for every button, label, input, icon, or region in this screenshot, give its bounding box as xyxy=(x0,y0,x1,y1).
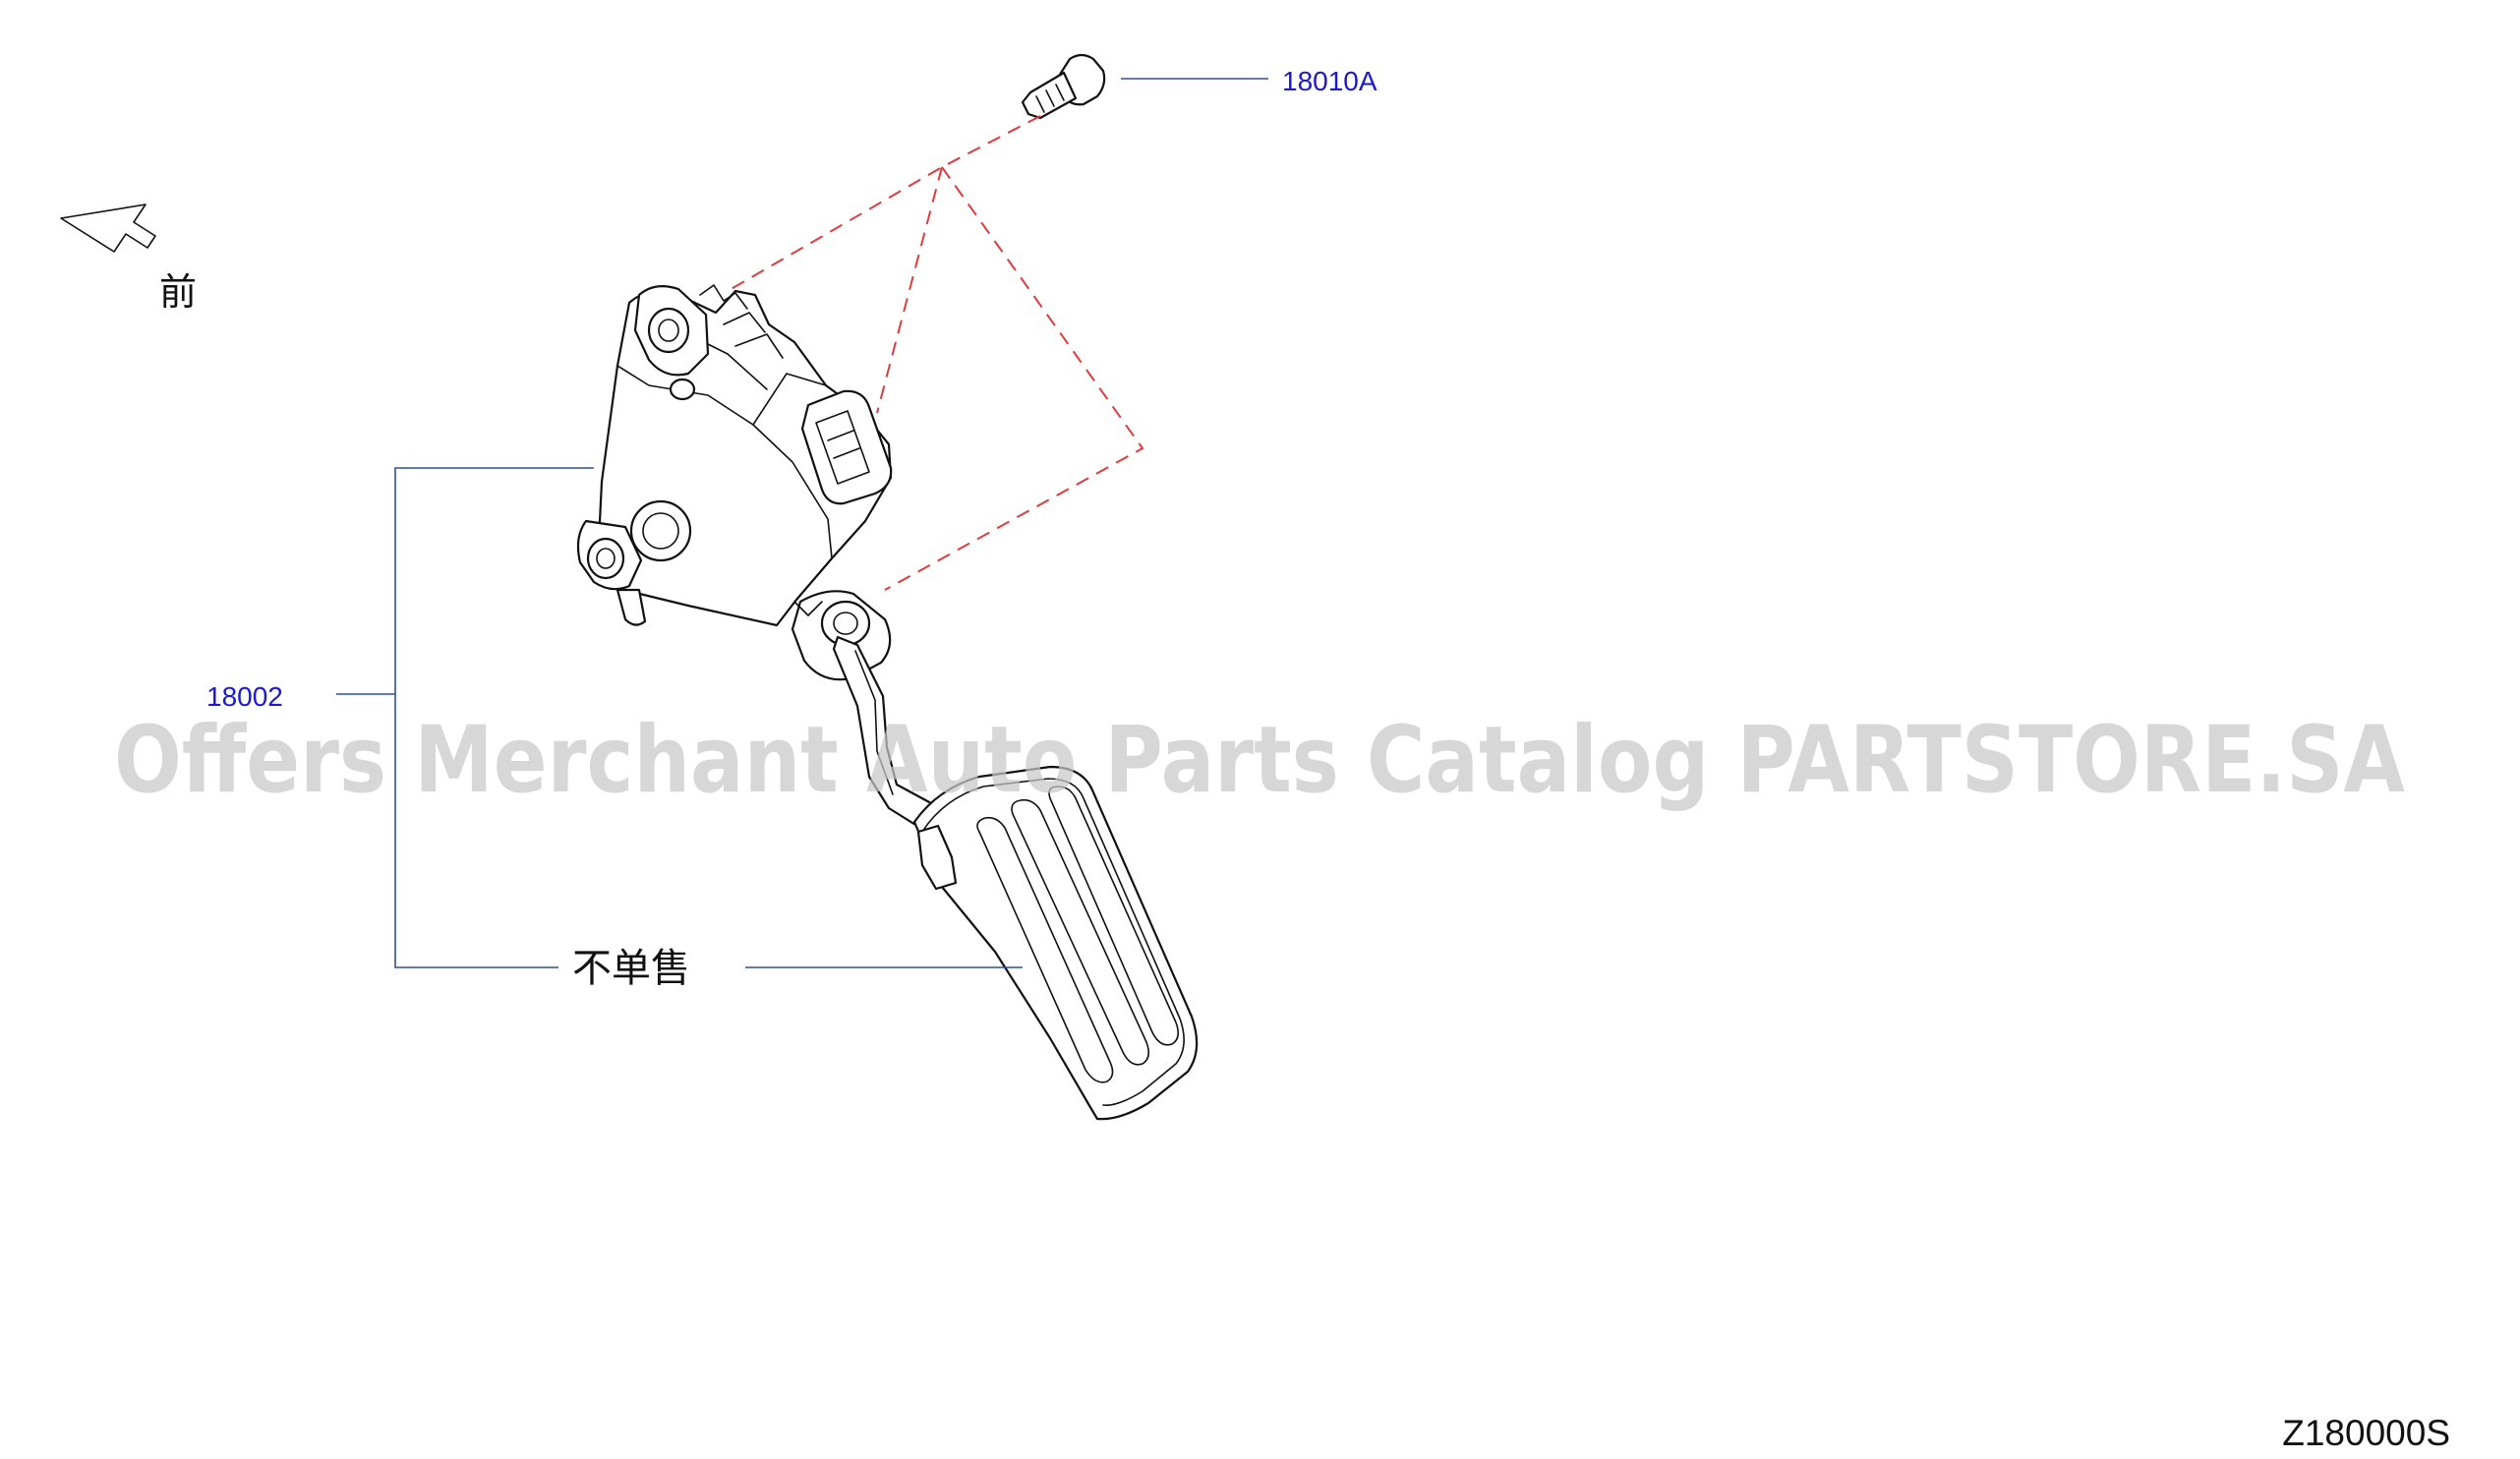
not-sold-separately-note: 不单售 xyxy=(572,946,690,991)
front-direction-arrow-icon xyxy=(60,204,156,253)
watermark: Offers Merchant Auto Parts Catalog PARTS… xyxy=(114,707,2405,814)
front-label: 前 xyxy=(159,270,197,314)
bolt-18010a[interactable] xyxy=(1021,53,1106,120)
callout-bolt[interactable]: 18010A xyxy=(1282,66,1377,96)
pedal-assembly-bracket xyxy=(336,467,1023,968)
callout-pedal-assembly[interactable]: 18002 xyxy=(206,681,283,712)
accelerator-pedal-assembly[interactable] xyxy=(576,284,1199,1121)
installation-guide-lines xyxy=(727,115,1144,591)
diagram-code: Z180000S xyxy=(2282,1413,2450,1453)
